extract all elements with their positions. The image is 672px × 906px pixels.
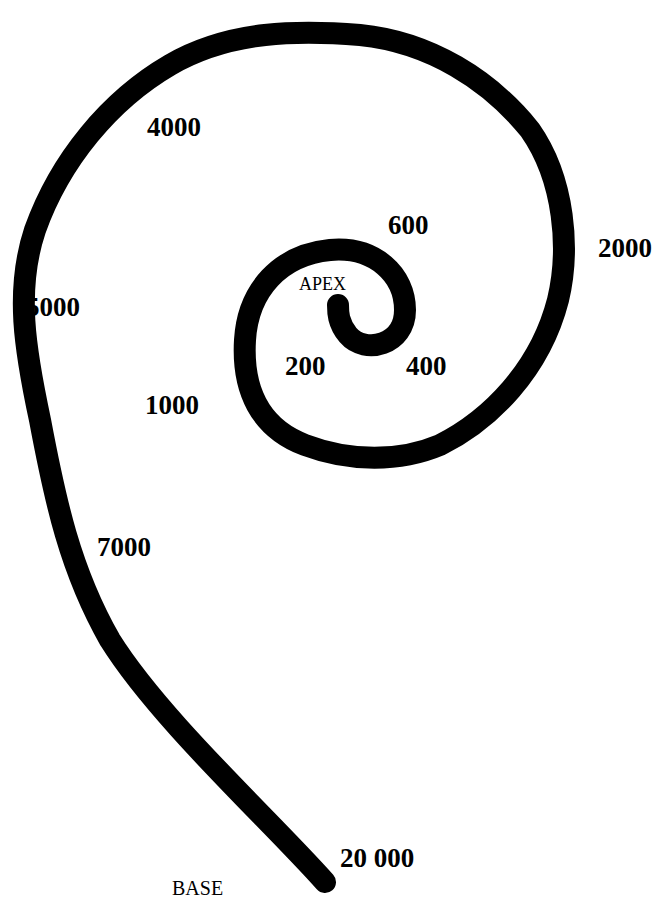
- frequency-label: 2000: [598, 235, 652, 262]
- frequency-label: 400: [406, 353, 447, 380]
- frequency-label: 20 000: [340, 845, 414, 872]
- frequency-label: 4000: [147, 114, 201, 141]
- frequency-label: 5000: [26, 294, 80, 321]
- frequency-label: 600: [388, 212, 429, 239]
- frequency-label: 7000: [97, 534, 151, 561]
- apex-label: APEX: [298, 275, 347, 293]
- base-label: BASE: [172, 878, 223, 898]
- frequency-label: 1000: [145, 392, 199, 419]
- frequency-label: 200: [285, 353, 326, 380]
- spiral-line: [24, 33, 564, 882]
